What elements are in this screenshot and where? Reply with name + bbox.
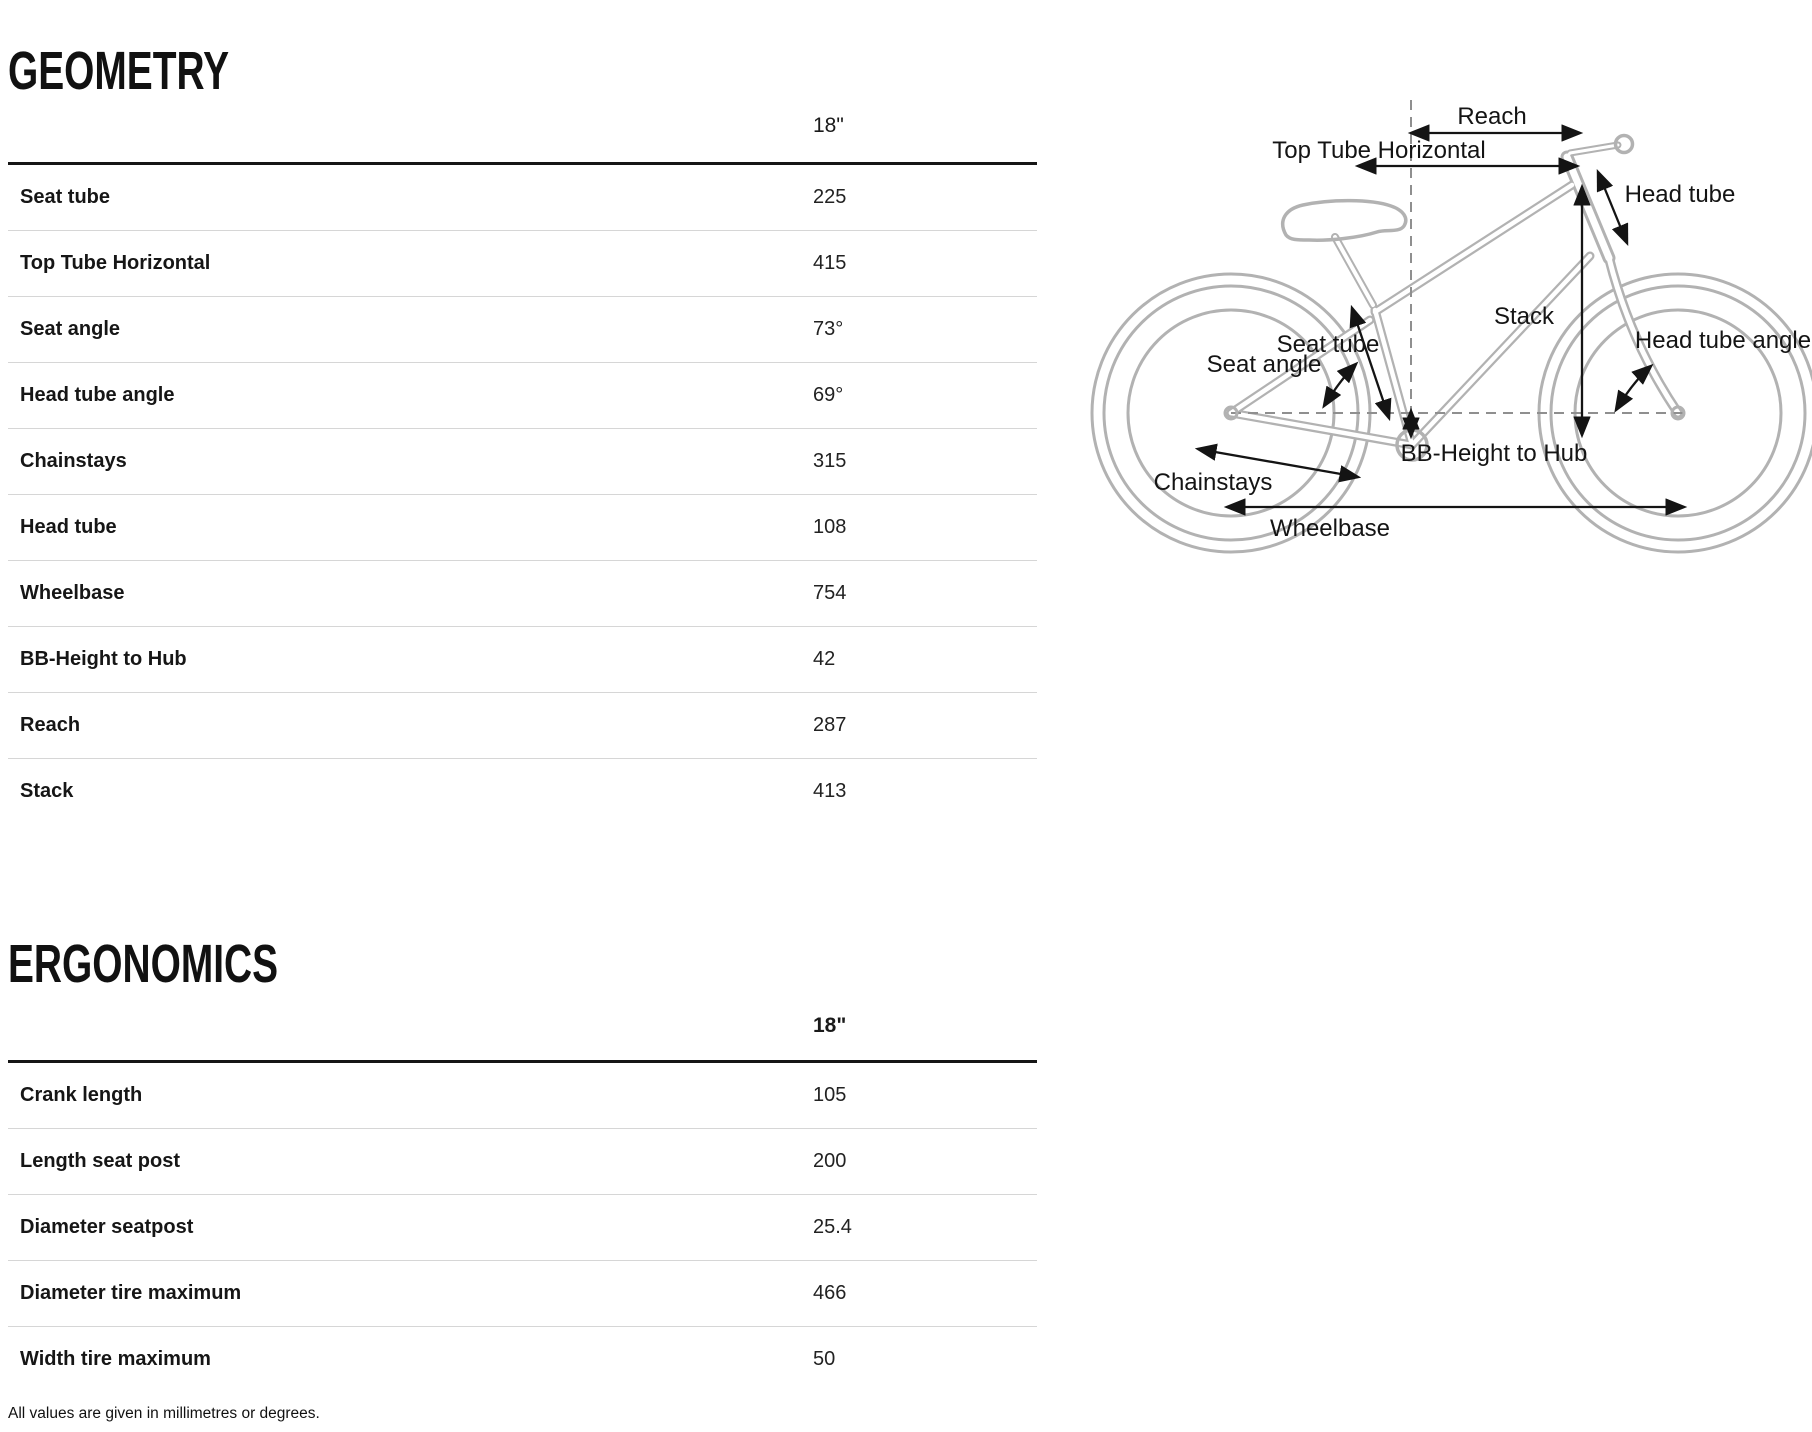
ergonomics-table: Crank length 105 Length seat post 200 Diam… <box>8 1060 1037 1392</box>
table-row: Diameter seatpost 25.4 <box>8 1195 1037 1261</box>
top-tube-horizontal-label: Top Tube Horizontal <box>1272 137 1485 164</box>
table-row: Seat angle 73° <box>8 297 1037 363</box>
seat-tube-label: Seat tube <box>1277 331 1380 358</box>
row-label: Seat angle <box>20 318 121 340</box>
table-row: Length seat post 200 <box>8 1129 1037 1195</box>
row-value: 413 <box>813 780 847 802</box>
row-label: Width tire maximum <box>20 1348 211 1370</box>
bike-geometry-diagram: Reach Top Tube Horizontal Head tube Stac… <box>1090 100 1812 554</box>
geometry-table: Seat tube 225 Top Tube Horizontal 415 Seat… <box>8 162 1037 824</box>
row-label: BB-Height to Hub <box>20 648 187 670</box>
row-value: 287 <box>813 714 847 736</box>
row-label: Reach <box>20 714 81 736</box>
row-label: Seat tube <box>20 186 111 208</box>
row-value: 69° <box>813 384 844 406</box>
seat-tube-arrow <box>1349 304 1392 422</box>
table-row: Crank length 105 <box>8 1063 1037 1129</box>
row-value: 754 <box>813 582 847 604</box>
row-value: 105 <box>813 1084 847 1106</box>
table-row: Chainstays 315 <box>8 429 1037 495</box>
rear-hub <box>1223 405 1239 421</box>
seat-angle-arc <box>1322 361 1359 409</box>
bike-frame <box>1226 141 1683 450</box>
reach-label: Reach <box>1457 103 1526 130</box>
row-label: Head tube angle <box>20 384 175 406</box>
row-label: Stack <box>20 780 74 802</box>
table-row: Head tube angle 69° <box>8 363 1037 429</box>
table-row: Reach 287 <box>8 693 1037 759</box>
row-label: Head tube <box>20 516 117 538</box>
front-dropout <box>1670 405 1686 421</box>
row-label: Chainstays <box>20 450 127 472</box>
geometry-size-column-header: 18" <box>813 114 844 137</box>
row-value: 50 <box>813 1348 836 1370</box>
chainstays-label: Chainstays <box>1154 469 1273 496</box>
geometry-section-title: GEOMETRY <box>8 41 230 102</box>
head-tube-arrow <box>1596 168 1629 247</box>
table-row: Wheelbase 754 <box>8 561 1037 627</box>
row-value: 225 <box>813 186 847 208</box>
ergonomics-section-title: ERGONOMICS <box>8 934 279 995</box>
row-value: 415 <box>813 252 847 274</box>
bb-height-to-hub-label: BB-Height to Hub <box>1401 440 1588 467</box>
chainstays-arrow <box>1194 443 1362 483</box>
row-value: 200 <box>813 1150 847 1172</box>
ergonomics-size-column-header: 18" <box>813 1014 847 1037</box>
row-value: 42 <box>813 648 836 670</box>
table-row: Seat tube 225 <box>8 165 1037 231</box>
row-label: Crank length <box>20 1084 143 1106</box>
head-tube-label: Head tube <box>1625 181 1736 208</box>
table-row: BB-Height to Hub 42 <box>8 627 1037 693</box>
row-value: 25.4 <box>813 1216 852 1238</box>
seat-angle-label: Seat angle <box>1207 351 1322 378</box>
row-value: 466 <box>813 1282 847 1304</box>
row-value: 73° <box>813 318 844 340</box>
wheelbase-label: Wheelbase <box>1270 515 1390 542</box>
stack-label: Stack <box>1494 303 1555 330</box>
table-row: Top Tube Horizontal 415 <box>8 231 1037 297</box>
row-value: 108 <box>813 516 847 538</box>
table-row: Stack 413 <box>8 759 1037 824</box>
head-tube-angle-label: Head tube angle <box>1635 327 1811 354</box>
row-label: Diameter tire maximum <box>20 1282 242 1304</box>
saddle <box>1281 198 1408 242</box>
row-label: Top Tube Horizontal <box>20 252 211 274</box>
handlebar-grip <box>1613 133 1635 155</box>
row-label: Length seat post <box>20 1150 181 1172</box>
table-row: Head tube 108 <box>8 495 1037 561</box>
row-label: Diameter seatpost <box>20 1216 194 1238</box>
table-row: Width tire maximum 50 <box>8 1327 1037 1392</box>
head-tube-angle-arc <box>1614 363 1654 413</box>
row-label: Wheelbase <box>20 582 125 604</box>
units-footnote: All values are given in millimetres or d… <box>8 1405 320 1422</box>
table-row: Diameter tire maximum 466 <box>8 1261 1037 1327</box>
row-value: 315 <box>813 450 847 472</box>
